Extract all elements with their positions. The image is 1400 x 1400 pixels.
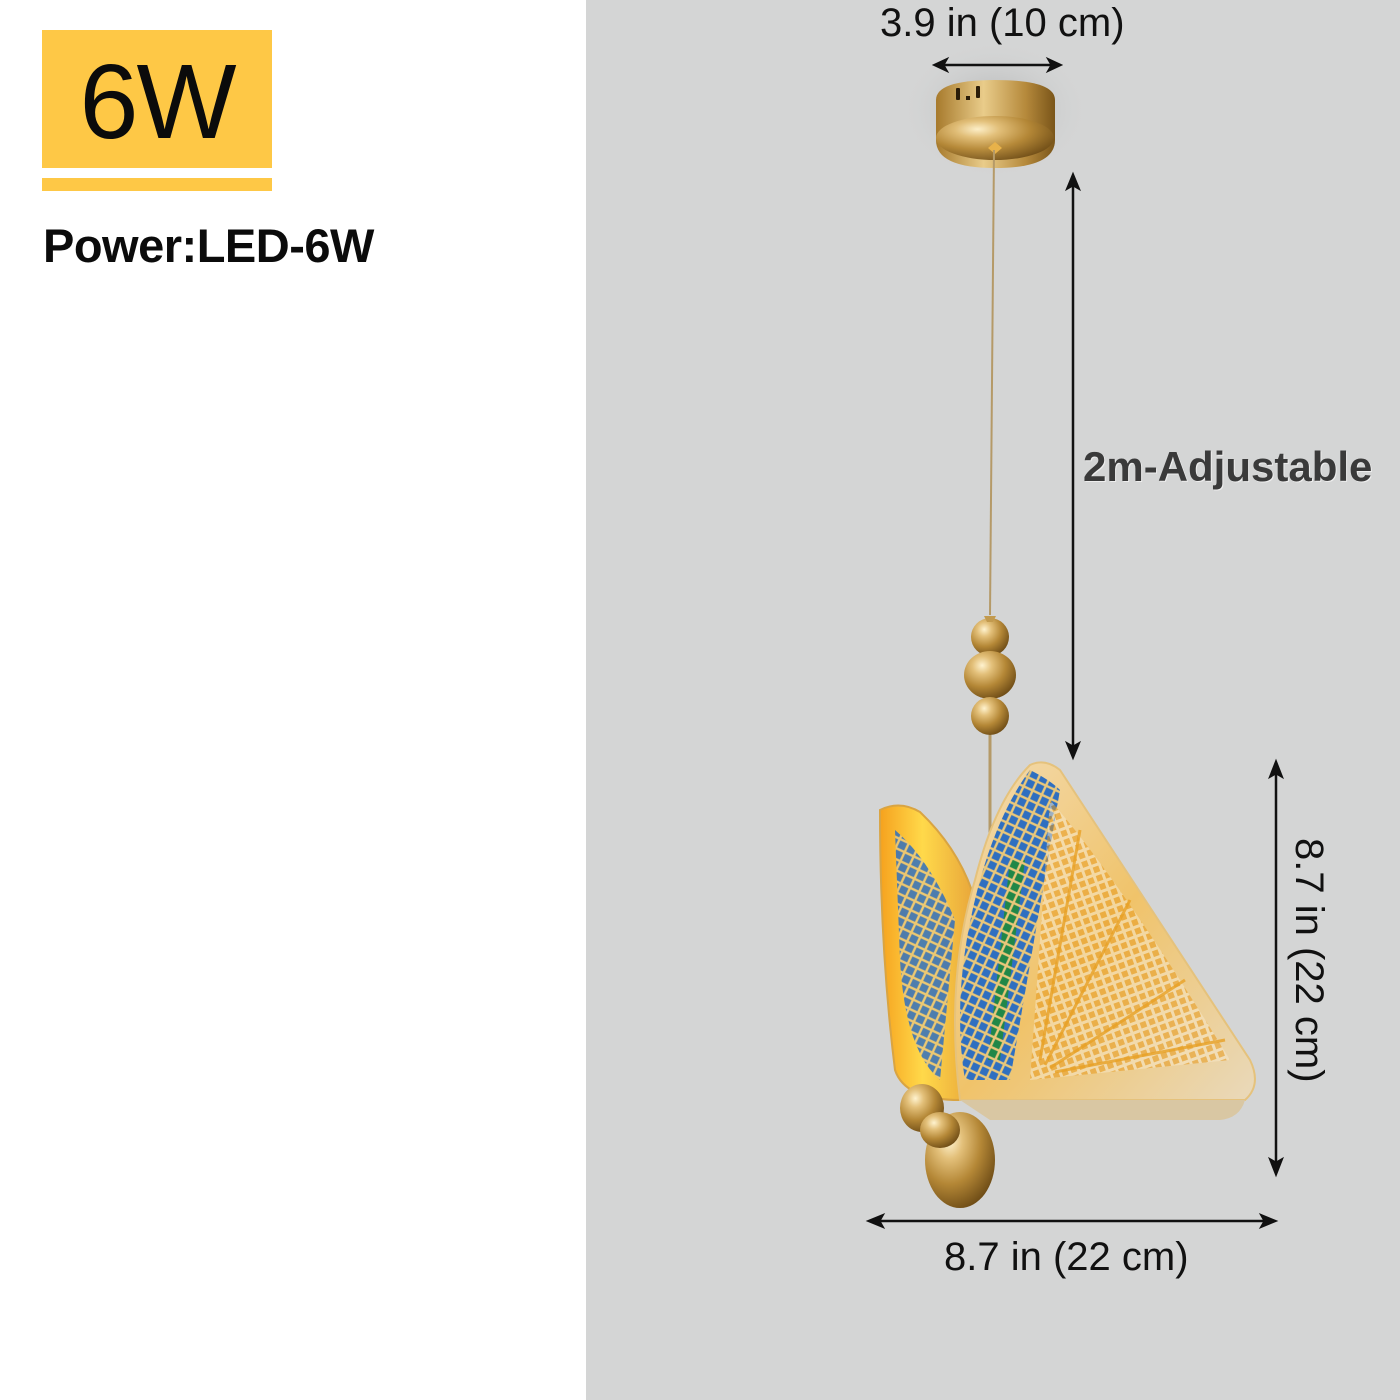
power-spec-label: Power:LED-6W — [43, 219, 374, 272]
canopy-width-label: 3.9 in (10 cm) — [880, 1, 1125, 45]
wattage-badge: 6W — [42, 30, 272, 168]
double-arrow-horizontal-icon — [865, 1212, 1279, 1230]
ceiling-canopy — [936, 80, 1055, 168]
double-arrow-vertical-icon — [1064, 171, 1082, 761]
double-arrow-horizontal-icon — [931, 56, 1064, 74]
shade-height-label: 8.7 in (22 cm) — [1287, 838, 1331, 1083]
double-arrow-vertical-icon — [1268, 758, 1284, 1178]
pendant-lamp-illustration — [865, 40, 1284, 1230]
shade-width-label: 8.7 in (22 cm) — [944, 1235, 1189, 1279]
decorative-beads — [964, 616, 1016, 735]
butterfly-shade — [878, 761, 1256, 1208]
badge-underline-divider — [42, 178, 272, 191]
spec-panel: 6W Power:LED-6W — [0, 0, 586, 1400]
wattage-badge-label: 6W — [79, 43, 237, 161]
suspension-wire — [989, 149, 995, 616]
product-dimension-diagram: 3.9 in (10 cm) 2m-Adjustable 8.7 in (22 … — [586, 0, 1400, 1400]
cable-length-label: 2m-Adjustable — [1083, 443, 1373, 490]
